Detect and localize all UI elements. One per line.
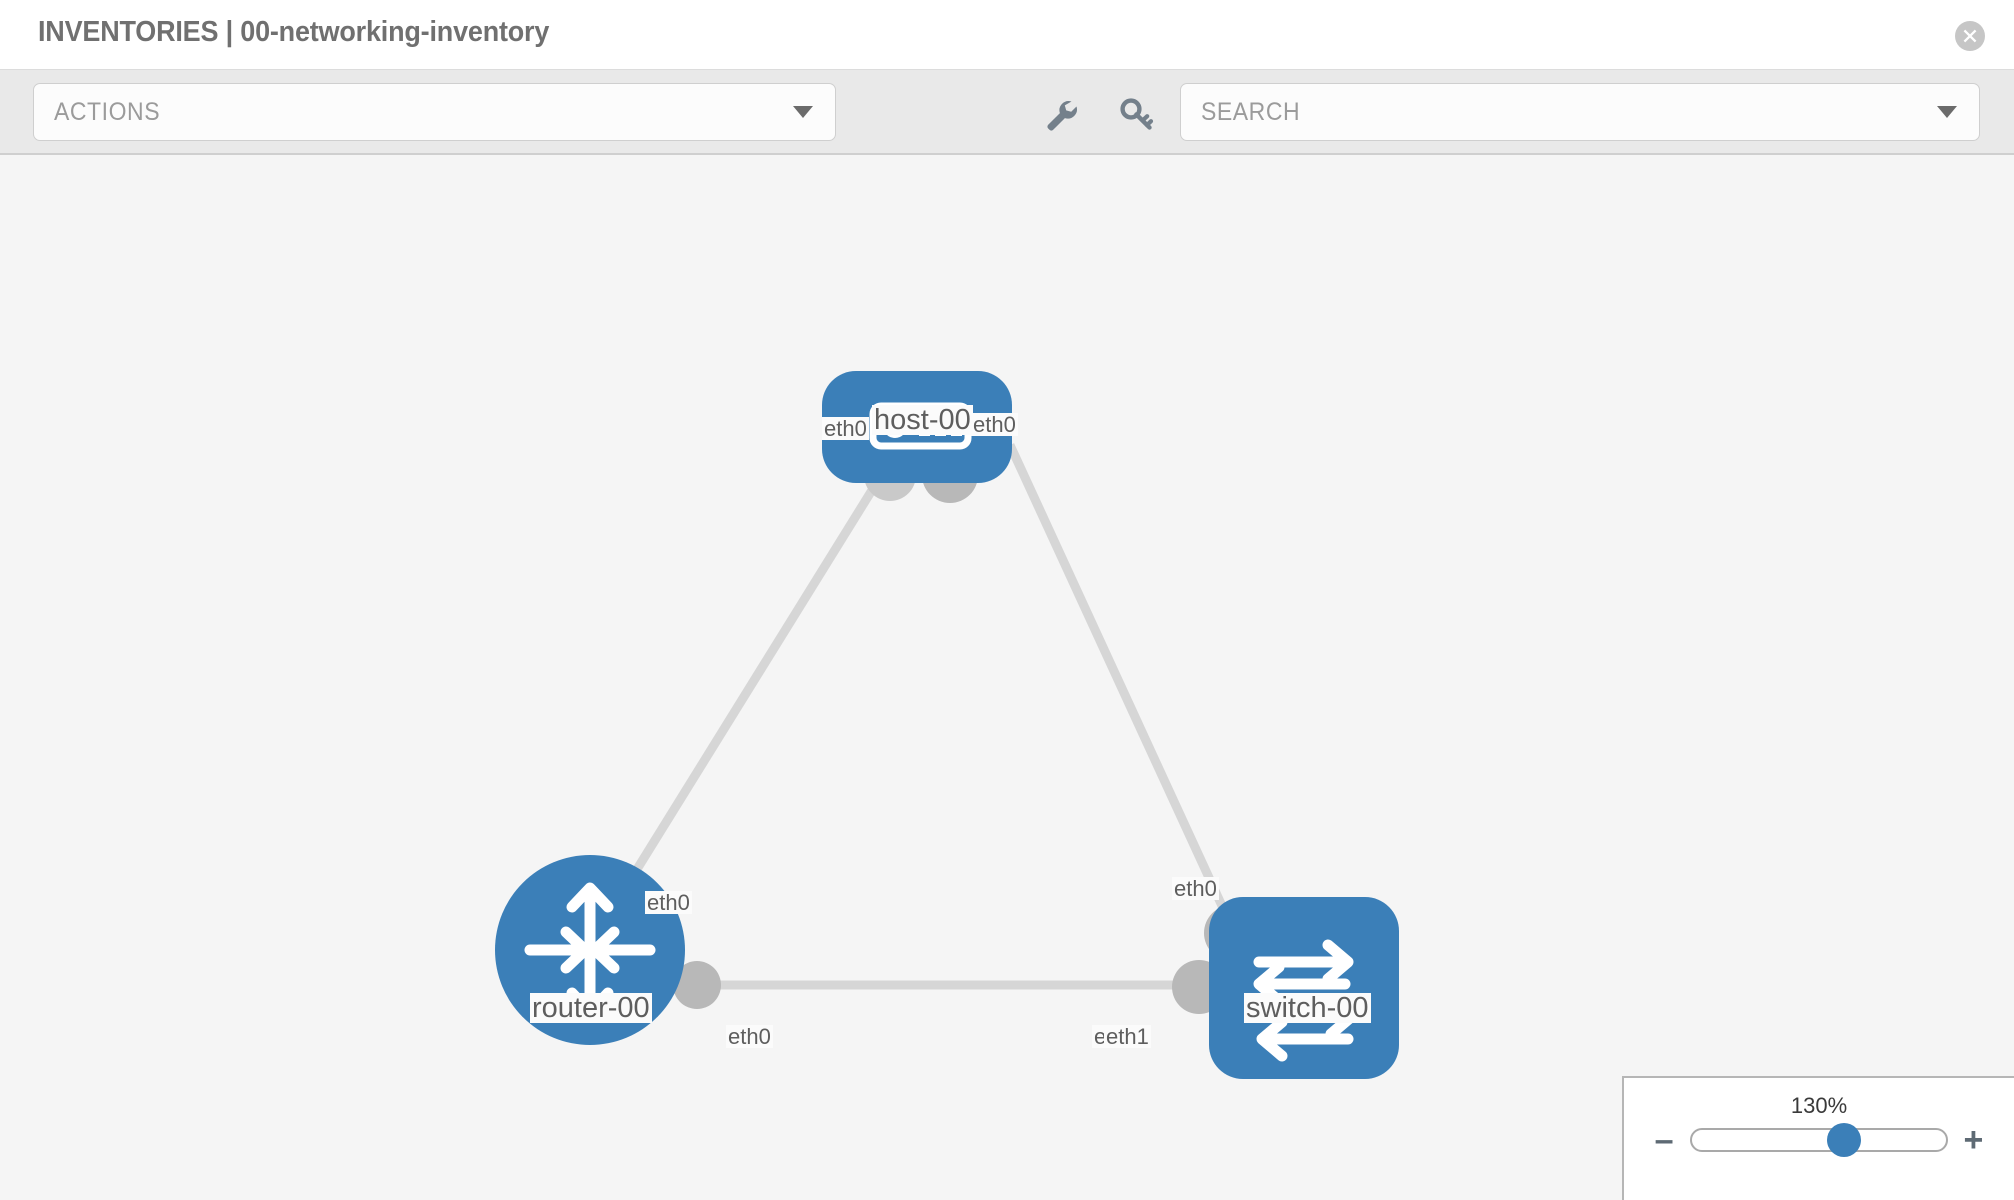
port-router-eth0[interactable] [673, 961, 721, 1009]
link-router-host[interactable] [586, 442, 904, 948]
actions-dropdown[interactable]: ACTIONS [33, 83, 836, 141]
toolbar: ACTIONS SEARCH [0, 69, 2014, 155]
iface-label-router-eth0-host: eth0 [645, 890, 692, 915]
actions-dropdown-label: ACTIONS [54, 97, 161, 126]
page-header: INVENTORIES | 00-networking-inventory [0, 0, 2014, 69]
zoom-in-button[interactable]: + [1963, 1121, 1984, 1159]
chevron-down-icon[interactable] [1937, 106, 1957, 118]
zoom-control-panel: 130% – + [1622, 1076, 2014, 1200]
iface-label-switch-eth0-host: eth0 [1172, 876, 1219, 901]
node-label-switch-00: switch-00 [1244, 992, 1371, 1024]
zoom-level-label: 130% [1790, 1093, 1848, 1118]
node-label-host-00: host-00 [872, 404, 973, 436]
node-switch-00[interactable] [1209, 897, 1399, 1079]
toolbar-icon-group [1040, 94, 1156, 134]
key-icon[interactable] [1116, 94, 1156, 134]
iface-label-switch-eth1: eth1 [1104, 1024, 1151, 1049]
zoom-out-button[interactable]: – [1654, 1121, 1674, 1159]
close-button[interactable] [1955, 21, 1985, 51]
zoom-slider-track[interactable] [1689, 1123, 1948, 1157]
close-icon [1963, 29, 1977, 43]
zoom-slider-thumb[interactable] [1826, 1123, 1861, 1157]
iface-label-router-eth0-switch: eth0 [726, 1024, 773, 1049]
zoom-slider-row: – + [1624, 1121, 2014, 1159]
page-title: INVENTORIES | 00-networking-inventory [38, 16, 550, 48]
topology-canvas[interactable]: host-00 router-00 switch-00 eth0 eth0 et… [0, 155, 2014, 1200]
chevron-down-icon [793, 106, 813, 118]
node-label-router-00: router-00 [530, 992, 652, 1024]
iface-label-host-eth0-left: eth0 [822, 416, 869, 441]
wrench-icon[interactable] [1040, 94, 1080, 134]
link-host-switch[interactable] [1005, 443, 1245, 947]
search-input-value: SEARCH [1201, 97, 1301, 126]
topology-graph [495, 371, 1399, 1079]
search-input[interactable]: SEARCH [1180, 83, 1980, 141]
iface-label-host-eth0-right: eth0 [971, 412, 1018, 437]
